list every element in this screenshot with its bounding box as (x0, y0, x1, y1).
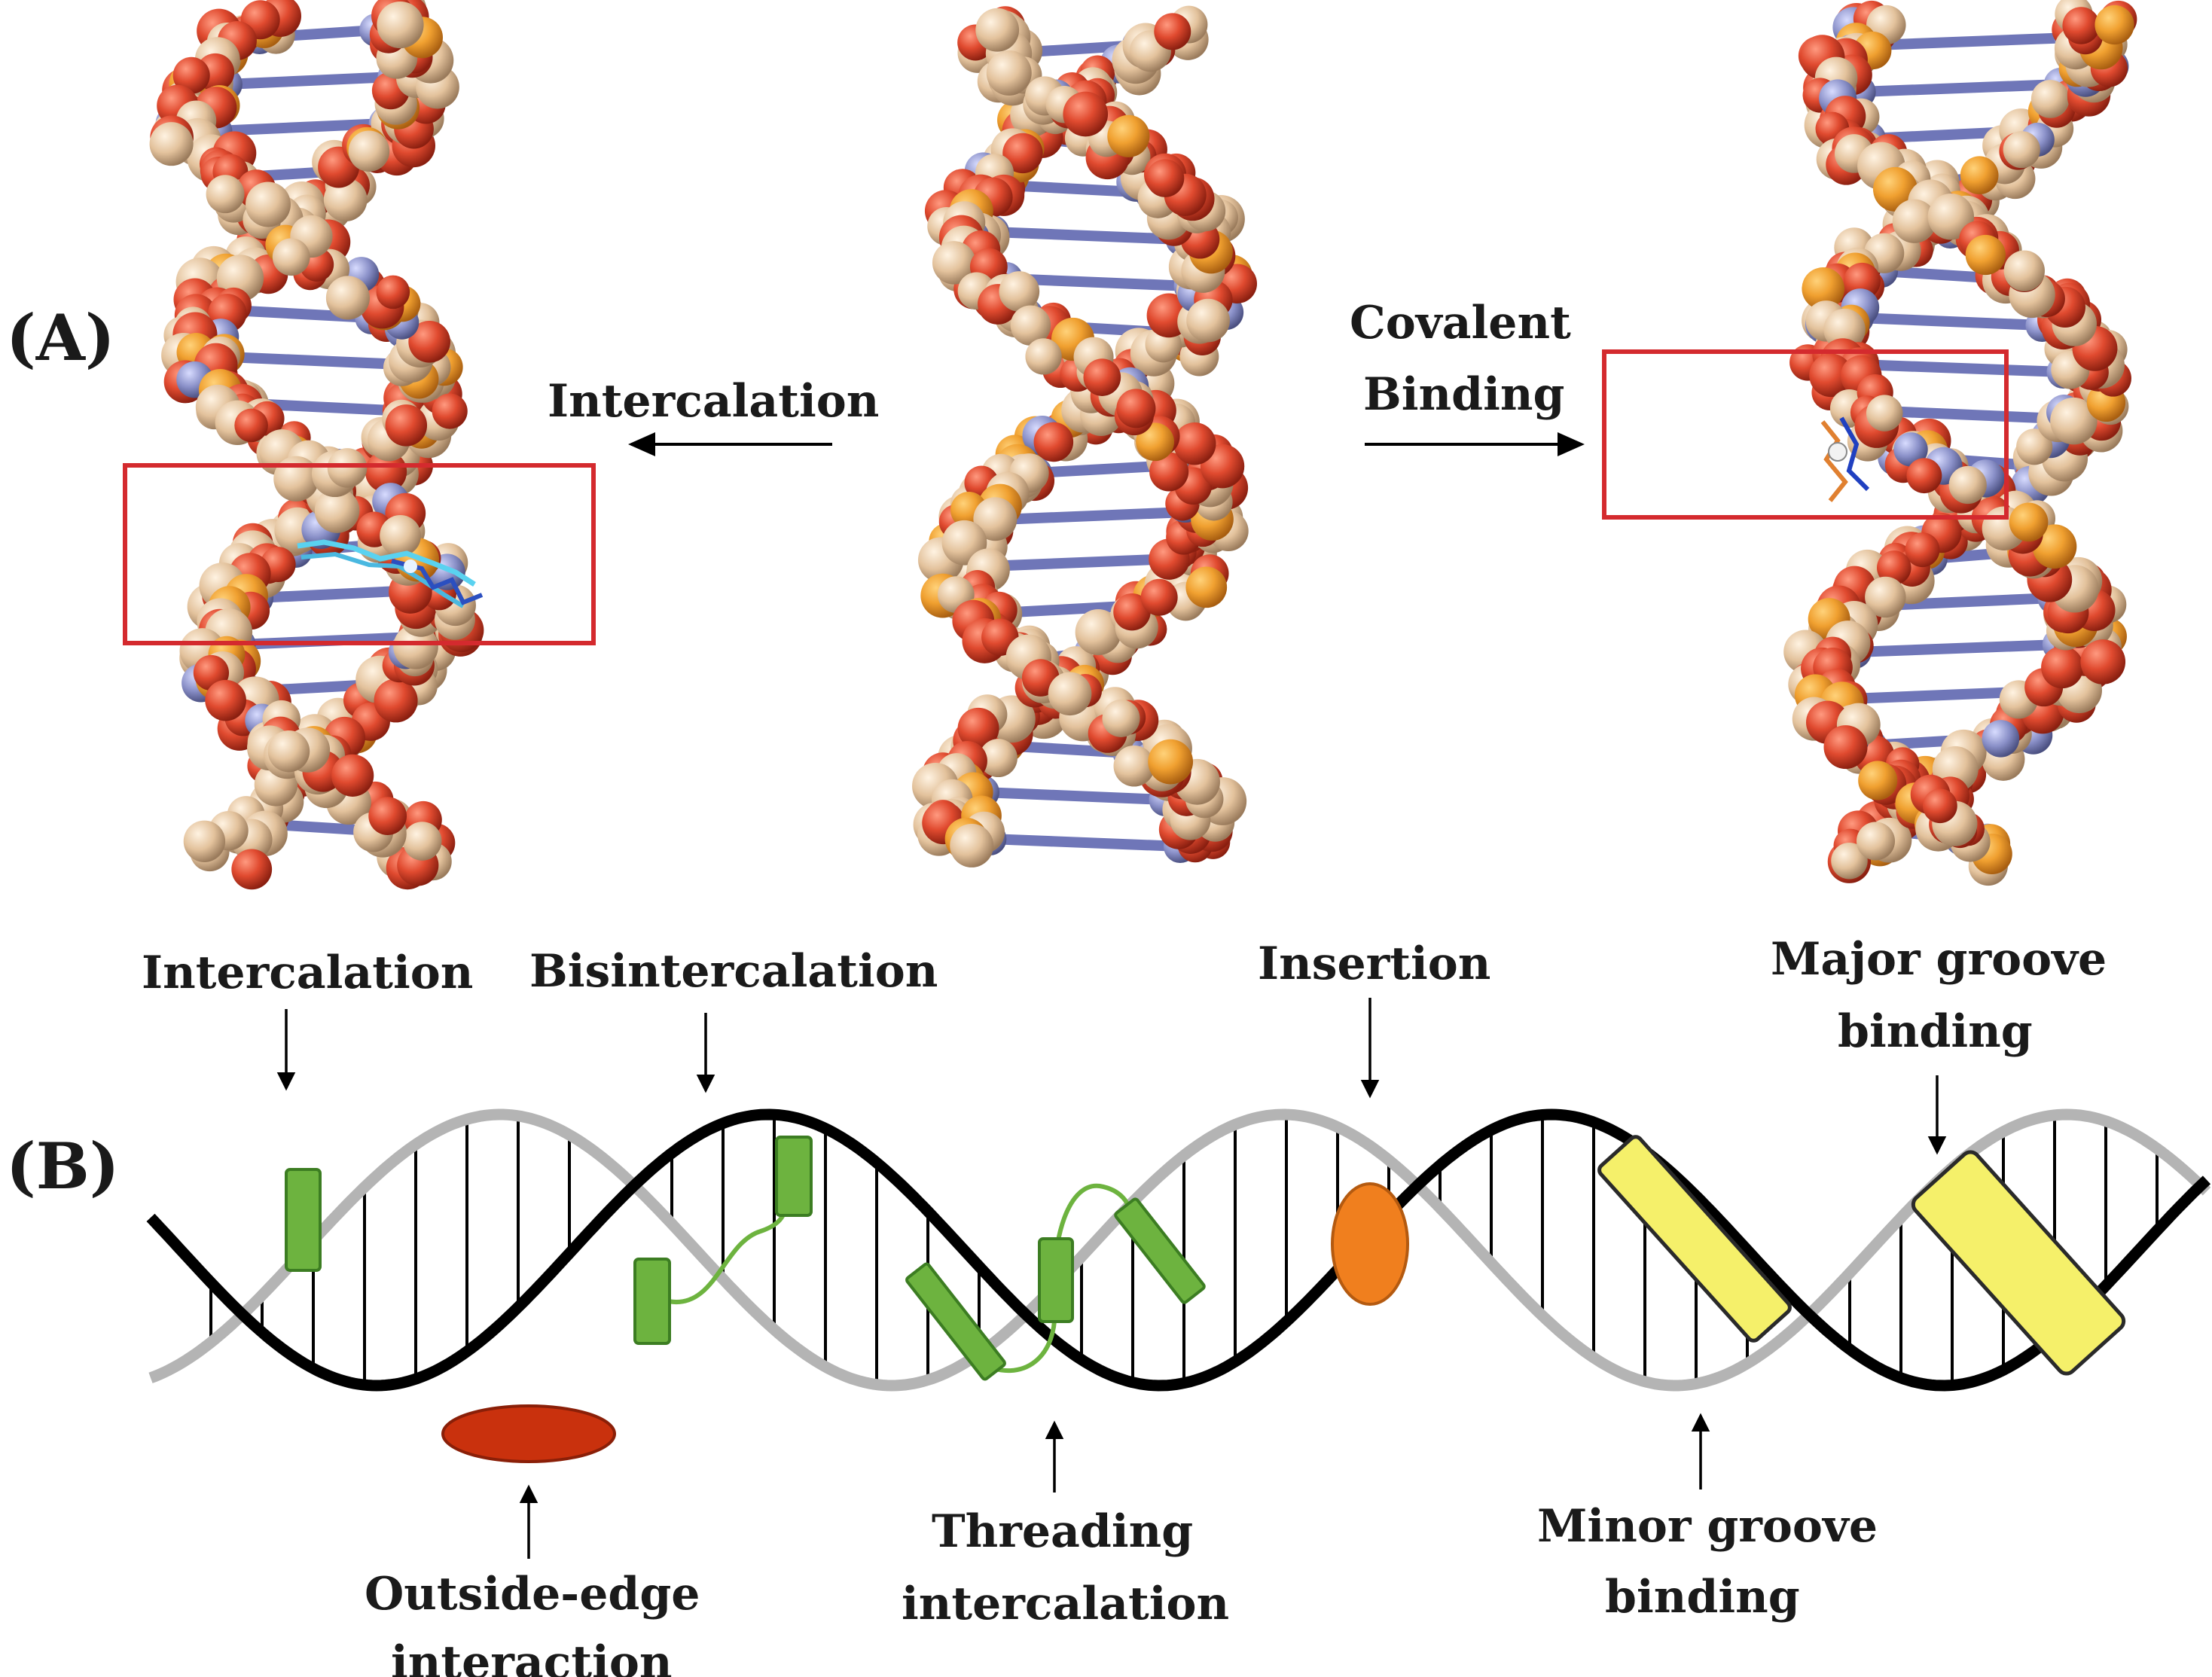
major-groove-label-line2: binding (1838, 1005, 2033, 1058)
major-groove-label-line1: Major groove (1771, 933, 2107, 986)
outside-edge-label-line1: Outside-edge (365, 1568, 700, 1621)
outside-edge-ligand (441, 1404, 616, 1463)
atom-spheres (1783, 0, 2137, 886)
panel-a: (A) (6, 0, 2137, 890)
intercalated-dna-model (123, 0, 596, 890)
insertion-ligand (1331, 1182, 1409, 1306)
light-strand (148, 1108, 2211, 1392)
panel-b-label: (B) (6, 1129, 120, 1203)
atom-spheres (149, 0, 484, 890)
insertion-label: Insertion (1258, 938, 1490, 990)
covalent-adduct (1820, 416, 1870, 502)
minor-groove-label-line1: Minor groove (1537, 1500, 1878, 1553)
intercalation-label: Intercalation (142, 947, 473, 999)
bisintercalator (633, 1136, 813, 1345)
panel-b: (B) Intercalation Bisintercalation Inser (6, 933, 2211, 1677)
covalent-dna-model (1602, 0, 2137, 886)
threading-label-line1: Threading (932, 1505, 1193, 1558)
intercalator-block (285, 1168, 322, 1272)
covalent-arrow-label-line2: Binding (1363, 368, 1564, 421)
intercalator-ligand (297, 539, 484, 608)
covalent-arrow-label-line1: Covalent (1350, 297, 1571, 349)
atom-spheres (912, 5, 1258, 867)
covalent-highlight-box (1602, 349, 2009, 520)
panel-a-label: (A) (6, 300, 115, 375)
intercalation-arrow-label: Intercalation (548, 375, 879, 428)
free-dna-model (912, 5, 1258, 867)
double-helix-schematic (146, 1108, 2211, 1392)
outside-edge-label-line2: interaction (391, 1636, 672, 1677)
bisintercalation-label: Bisintercalation (529, 945, 938, 998)
dark-strand (146, 1108, 2211, 1392)
minor-groove-ligand (1597, 1135, 1792, 1343)
minor-groove-label-line2: binding (1605, 1571, 1800, 1624)
threading-intercalator (905, 1183, 1206, 1381)
major-groove-ligand (1911, 1150, 2126, 1376)
threading-label-line2: intercalation (902, 1578, 1229, 1630)
intercalation-highlight-box (123, 463, 596, 645)
